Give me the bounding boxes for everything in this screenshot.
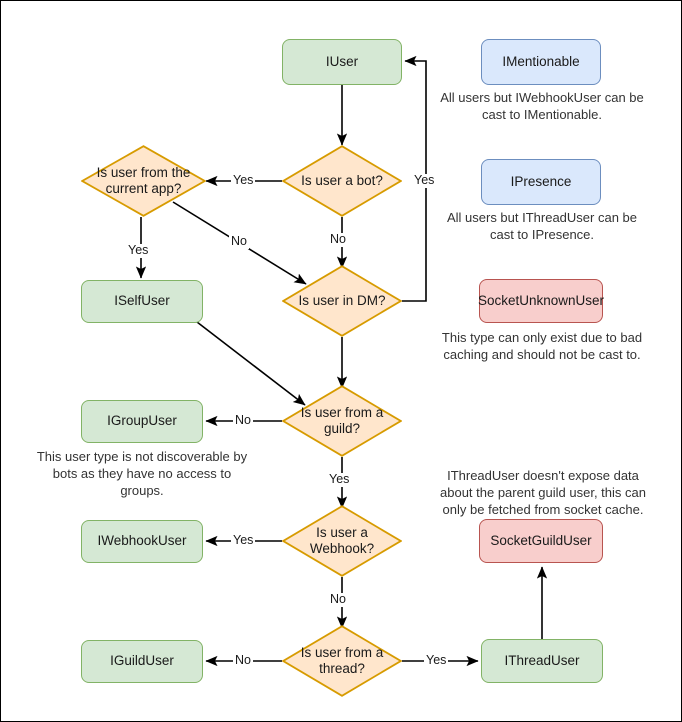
- decision-is-guild-label: Is user from a guild?: [300, 404, 384, 436]
- edge-label-app-yes: Yes: [126, 243, 151, 258]
- diamond-shape: [282, 265, 402, 337]
- caption-socketunknownuser: This type can only exist due to bad cach…: [441, 330, 643, 363]
- diamond-shape: [282, 505, 402, 577]
- caption-socketguilduser: IThreadUser doesn't expose data about th…: [440, 468, 646, 518]
- node-ipresence[interactable]: IPresence: [481, 159, 601, 205]
- node-ithreaduser-label: IThreadUser: [504, 652, 580, 668]
- edge-label-guild-no: No: [233, 413, 253, 428]
- edge-label-dm-yes: Yes: [412, 173, 437, 188]
- node-socketunknownuser[interactable]: SocketUnknownUser: [477, 279, 605, 323]
- decision-is-thread[interactable]: Is user from a thread?: [282, 625, 402, 697]
- caption-imentionable: All users but IWebhookUser can be cast t…: [440, 90, 644, 123]
- edge-label-thread-no: No: [233, 653, 253, 668]
- node-ipresence-label: IPresence: [510, 173, 572, 189]
- diamond-shape: [81, 145, 206, 217]
- edge-label-guild-yes: Yes: [327, 472, 352, 487]
- decision-is-webhook-label: Is user a Webhook?: [309, 524, 375, 556]
- node-socketguilduser-label: SocketGuildUser: [490, 532, 592, 548]
- node-iwebhookuser[interactable]: IWebhookUser: [81, 520, 203, 563]
- edge-label-thread-yes: Yes: [424, 653, 449, 668]
- node-imentionable-label: IMentionable: [502, 53, 580, 69]
- edge-label-bot-yes: Yes: [231, 173, 256, 188]
- decision-is-thread-label: Is user from a thread?: [300, 644, 384, 676]
- node-ithreaduser[interactable]: IThreadUser: [481, 639, 603, 683]
- edge-label-webhook-no: No: [328, 592, 348, 607]
- node-iuser[interactable]: IUser: [282, 39, 402, 85]
- decision-is-guild[interactable]: Is user from a guild?: [282, 385, 402, 457]
- node-socketunknownuser-label: SocketUnknownUser: [477, 292, 605, 308]
- edge-label-app-no: No: [229, 234, 249, 249]
- edge-label-bot-no: No: [328, 232, 348, 247]
- decision-is-dm[interactable]: Is user in DM?: [282, 265, 402, 337]
- decision-is-webhook[interactable]: Is user a Webhook?: [282, 505, 402, 577]
- node-imentionable[interactable]: IMentionable: [481, 39, 601, 85]
- node-iguilduser[interactable]: IGuildUser: [81, 640, 203, 683]
- decision-is-current-app-label: Is user from the current app?: [96, 164, 191, 196]
- node-iwebhookuser-label: IWebhookUser: [97, 533, 187, 549]
- diamond-shape: [282, 625, 402, 697]
- node-socketguilduser[interactable]: SocketGuildUser: [479, 519, 603, 563]
- decision-is-current-app[interactable]: Is user from the current app?: [81, 145, 206, 217]
- caption-ipresence: All users but IThreadUser can be cast to…: [446, 210, 638, 243]
- node-iguilduser-label: IGuildUser: [110, 653, 174, 669]
- decision-is-dm-label: Is user in DM?: [298, 292, 386, 308]
- node-iuser-label: IUser: [325, 53, 359, 69]
- diamond-shape: [282, 385, 402, 457]
- diamond-shape: [282, 145, 402, 217]
- node-iselfuser-label: ISelfUser: [114, 293, 170, 309]
- caption-igroupuser: This user type is not discoverable by bo…: [36, 449, 248, 499]
- decision-is-bot[interactable]: Is user a bot?: [282, 145, 402, 217]
- node-igroupuser[interactable]: IGroupUser: [81, 400, 203, 443]
- node-igroupuser-label: IGroupUser: [107, 413, 177, 429]
- edge-label-webhook-yes: Yes: [231, 533, 256, 548]
- node-iselfuser[interactable]: ISelfUser: [81, 280, 203, 323]
- decision-is-bot-label: Is user a bot?: [301, 172, 383, 188]
